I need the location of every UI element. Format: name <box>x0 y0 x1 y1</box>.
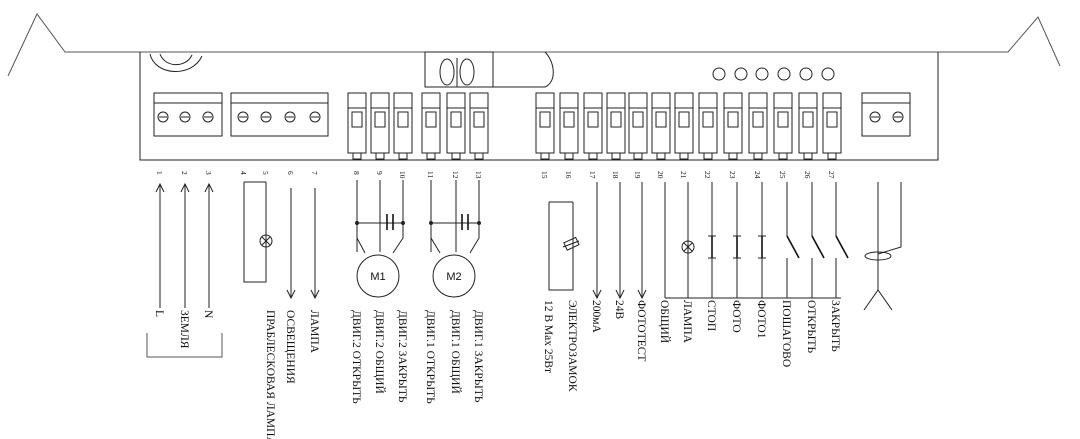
board-components <box>149 51 554 88</box>
label-t27: ЗАКРЫТЬ <box>829 300 841 352</box>
plug-terminal <box>446 92 466 160</box>
led-indicator <box>755 67 769 81</box>
terminal-number: 20 <box>656 171 665 179</box>
led-indicator <box>734 67 748 81</box>
led-indicator <box>777 67 791 81</box>
plug-terminal <box>651 92 671 160</box>
label-t3: N <box>202 310 214 319</box>
label-t26: ОТКРЫТЬ <box>805 300 817 353</box>
label-t7: ЛАМПА <box>308 310 320 354</box>
plug-terminal <box>798 92 818 160</box>
wiring <box>146 180 902 358</box>
terminal-number: 11 <box>426 171 435 178</box>
plug-terminal <box>748 92 768 160</box>
label-t21: ЛАМПА <box>681 300 693 344</box>
led-indicator <box>712 67 726 81</box>
terminal-number: 7 <box>310 171 319 175</box>
label-t12: ДВИГ.1 ОБЩИЙ <box>449 310 463 394</box>
motor-m1-label: M2 <box>446 271 461 283</box>
terminal-number: 1 <box>155 171 164 175</box>
plug-terminal <box>421 92 441 160</box>
terminal-number: 27 <box>827 171 836 179</box>
plug-terminal-blocks <box>347 92 842 160</box>
terminal-number: 6 <box>286 171 295 175</box>
label-t20: ОБЩИЙ <box>658 300 672 343</box>
terminal-number: 19 <box>633 171 642 179</box>
terminal-number: 9 <box>375 171 384 175</box>
terminal-number: 15 <box>540 171 549 179</box>
motor-m2-label: M1 <box>370 271 385 283</box>
label-t22: СТОП <box>705 300 717 331</box>
terminal-number: 10 <box>398 171 407 179</box>
terminal-number: 4 <box>239 171 248 175</box>
terminal-number: 21 <box>679 171 688 179</box>
terminal-number: 18 <box>611 171 620 179</box>
label-t23: ФОТО <box>730 300 742 333</box>
plug-terminal <box>469 92 489 160</box>
label-t25: ПОШАГОВО <box>780 300 792 367</box>
label-t10: ДВИГ.2 ЗАКРЫТЬ <box>396 310 408 403</box>
label-t8: ДВИГ.2 ОТКРЫТЬ <box>350 310 362 404</box>
label-t9: ДВИГ.2 ОБЩИЙ <box>373 310 387 394</box>
terminal-number: 3 <box>204 171 213 175</box>
plug-terminal <box>370 92 390 160</box>
status-leds <box>712 67 835 81</box>
led-indicator <box>799 67 813 81</box>
plug-terminal <box>698 92 718 160</box>
label-t15: 12 В Max 25Вт <box>542 300 554 373</box>
label-t6: ОСВЕЩЕНИЯ <box>284 310 296 384</box>
plug-terminal <box>393 92 413 160</box>
plug-terminal <box>628 92 648 160</box>
plug-terminal <box>606 92 626 160</box>
terminal-number: 17 <box>588 171 597 179</box>
terminal-number: 5 <box>261 171 270 175</box>
plug-terminal <box>535 92 555 160</box>
terminal-number: 26 <box>803 171 812 179</box>
terminal-number: 13 <box>474 171 483 179</box>
label-t1: L <box>153 310 165 317</box>
label-t2: ЗЕМЛЯ <box>178 310 190 349</box>
terminal-number: 22 <box>703 171 712 179</box>
label-t16: ЭЛЕКТРОЗАМОК <box>566 300 578 392</box>
label-t11: ДВИГ.1 ОТКРЫТЬ <box>424 310 436 404</box>
terminal-number: 23 <box>728 171 737 179</box>
label-t24: ФОТО1 <box>755 300 767 339</box>
terminal-number: 24 <box>753 171 762 179</box>
label-t19: ФОТОТЕСТ <box>635 300 647 361</box>
led-indicator <box>821 67 835 81</box>
terminal-number: 2 <box>180 171 189 175</box>
terminal-number: 12 <box>451 171 460 179</box>
plug-terminal <box>559 92 579 160</box>
wire-labels: L ЗЕМЛЯ N ПРАБЛЕСКОВАЯ ЛАМПА ОСВЕЩЕНИЯ Л… <box>153 300 841 439</box>
plug-terminal <box>723 92 743 160</box>
plug-terminal <box>674 92 694 160</box>
label-t18: 24В <box>613 300 625 320</box>
plug-terminal <box>347 92 367 160</box>
screw-terminal-blocks <box>153 92 911 137</box>
plug-terminal <box>822 92 842 160</box>
enclosure-outline <box>7 13 1061 161</box>
plug-terminal <box>773 92 793 160</box>
terminal-number: 16 <box>564 171 573 179</box>
plug-terminal <box>583 92 603 160</box>
label-t17: 200мА <box>590 300 602 334</box>
label-t4: ПРАБЛЕСКОВАЯ ЛАМПА <box>264 310 276 439</box>
label-t13: ДВИГ.1 ЗАКРЫТЬ <box>472 310 484 403</box>
terminal-number: 8 <box>352 171 361 175</box>
terminal-number: 25 <box>778 171 787 179</box>
